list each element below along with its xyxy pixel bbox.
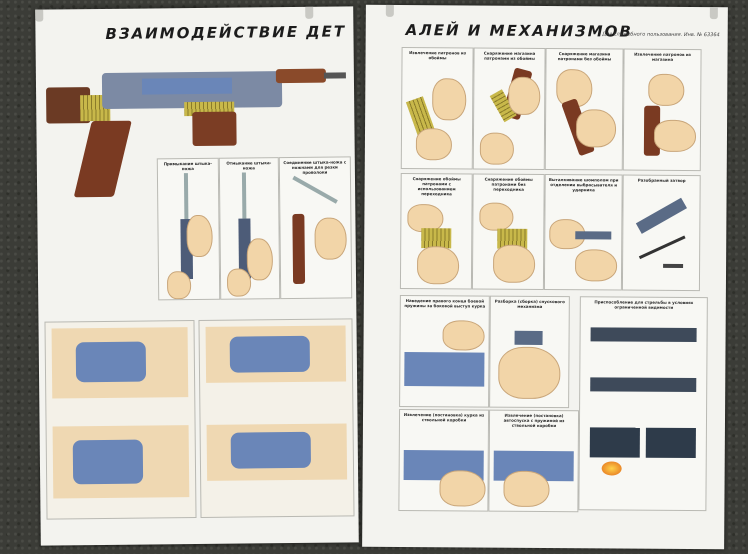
panel-title: Извлечение патронов из магазина [634,51,692,62]
hand [508,76,541,115]
panel-trigger-disassembly: Разборка (сборка) спускового механизма [489,295,570,409]
rifle-magazine [192,111,237,147]
rifle-barrel [323,72,346,79]
panel-auto-sear-removal: Извлечение (постановка) автоспуска с пру… [488,409,580,513]
trigger-group-lower [230,431,312,469]
left-poster-header-note [49,12,219,22]
night-sight-device-2 [590,377,697,393]
hand [498,346,561,400]
hand [226,268,252,297]
hand [439,470,486,507]
panel-title: Разборка (сборка) спускового механизма [494,298,565,309]
bolt [575,231,612,240]
panel-night-sight: Приспособление для стрельбы в условиях о… [578,296,708,512]
panel-title: Извлечение (постановка) курка из ствольн… [403,412,485,423]
right-poster-title: АЛЕЙ И МЕХАНИЗМОВ [405,21,633,41]
receiver [404,352,485,387]
panel-title: Извлечение (постановка) автоспуска с пру… [503,412,565,429]
hand [503,470,550,508]
hand [653,119,697,153]
panel-clip-no-adapter: Снаряжение обоймы патронами без переходн… [471,173,545,290]
left-poster-clip-left [35,7,44,22]
hand [442,320,485,351]
hand [479,132,515,165]
left-poster: ВЗАИМОДЕЙСТВИЕ ДЕТ Примыкание штыка-ножа… [35,6,359,546]
left-poster-text-block [87,203,156,274]
panel-title: Снаряжение магазина патронами из обоймы [483,50,536,61]
sight-detail-1 [589,427,640,458]
hand [432,78,467,121]
panel-bayonet-detach-title: Отмыкание штыка-ножа [226,160,272,171]
panel-cartridges-from-magazine: Извлечение патронов из магазина [622,48,702,172]
panel-bayonet-detach: Отмыкание штыка-ножа [218,157,281,300]
left-poster-title: ВЗАИМОДЕЙСТВИЕ ДЕТ [105,22,347,43]
bayonet-blade [292,175,338,204]
hand [479,202,514,231]
rifle-handguard [275,68,326,84]
hand [575,109,617,148]
panel-bayonet-wirecutter: Соединение штыка-ножа с ножнами для резк… [278,156,353,300]
panel-title: Выталкивание шомполом при отделении выбр… [548,177,619,193]
hand [246,238,274,281]
hand [186,214,213,258]
hand [492,244,536,283]
panel-title: Приспособление для стрельбы в условиях о… [594,299,694,310]
left-poster-footer-note [49,527,249,541]
hand [648,73,685,106]
trigger-part [514,330,543,345]
extractor [663,263,684,268]
panel-title: Снаряжение обоймы патронами с использова… [412,176,461,197]
trigger-group-lower [72,439,144,485]
bayonet-blade [183,173,189,222]
rifle-pistol-grip [73,120,132,198]
panel-title: Снаряжение магазина патронами без обоймы [557,51,612,62]
scabbard [292,213,306,284]
panel-magazine-from-clip: Снаряжение магазина патронами из обоймы [472,47,546,170]
panel-bayonet-wirecutter-title: Соединение штыка-ножа с ножнами для резк… [283,159,347,175]
firing-pin [638,235,686,260]
right-poster-clip-right [709,5,718,20]
left-poster-clip-right [305,6,314,19]
panel-trigger-mechanism-left [44,320,197,520]
trigger-group-upper [229,335,311,373]
hand [574,249,618,282]
panel-title: Снаряжение обоймы патронами без переходн… [484,176,533,192]
muzzle-flash-icon [601,461,622,476]
panel-disassembled-bolt: Разобранный затвор [621,174,701,292]
panel-cartridges-from-clip: Извлечение патронов из обоймы [400,46,474,170]
panel-magazine-no-clip: Снаряжение магазина патронами без обоймы [544,47,624,171]
panel-title: Разобранный затвор [637,177,686,183]
right-poster: АЛЕЙ И МЕХАНИЗМОВ Для служебного пользов… [362,4,728,550]
panel-bayonet-attach: Примыкание штыка-ножа [156,157,221,301]
hand [166,271,192,300]
hand [314,217,347,260]
night-sight-device-1 [590,327,697,343]
panel-title: Извлечение патронов из обоймы [409,50,467,61]
panel-hammer-spring: Наведение правого конца боевой пружины з… [399,294,490,408]
right-poster-subtitle: Для служебного пользования. Инв. № 63364 [602,31,720,39]
trigger-group-upper [75,341,147,383]
hand [416,246,460,285]
panel-bayonet-attach-title: Примыкание штыка-ножа [163,160,212,172]
rifle-bolt-carrier [141,77,233,95]
bayonet-blade [241,172,247,219]
panel-title: Наведение правого конца боевой пружины з… [404,298,486,309]
panel-extractor-removal: Выталкивание шомполом при отделении выбр… [543,173,623,291]
sight-detail-2 [645,427,696,459]
right-poster-clip-left [385,4,394,17]
panel-clip-with-adapter: Снаряжение обоймы патронами с использова… [399,172,473,290]
bolt-body [635,197,688,234]
panel-trigger-mechanism-right [198,318,355,518]
hand [415,128,453,161]
panel-hammer-removal: Извлечение (постановка) курка из ствольн… [398,408,490,512]
